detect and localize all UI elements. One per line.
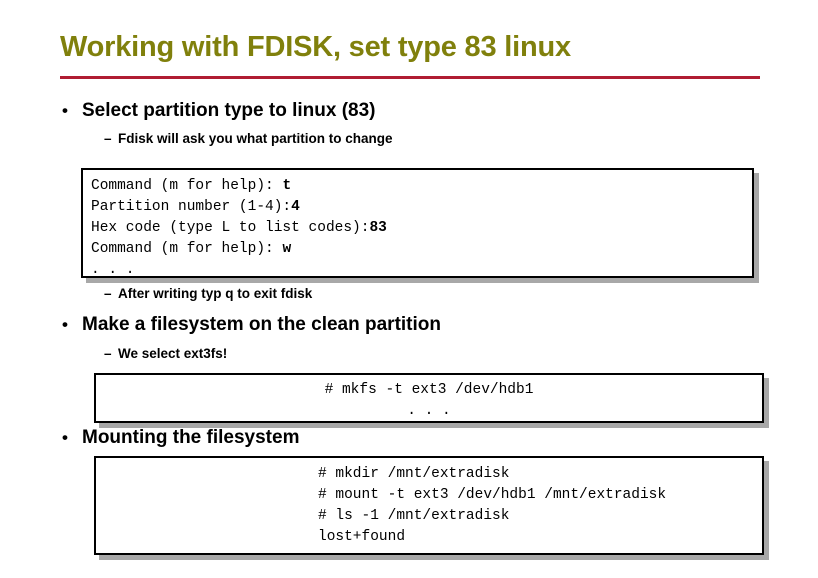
title-divider xyxy=(60,76,760,79)
code-user-input: 4 xyxy=(291,199,300,215)
code-line: Hex code (type L to list codes):83 xyxy=(91,220,387,236)
code-line: # mount -t ext3 /dev/hdb1 /mnt/extradisk xyxy=(318,487,667,503)
code-user-input: 83 xyxy=(369,220,387,236)
bullet-mounting-filesystem-label: Mounting the filesystem xyxy=(82,427,300,448)
bullet-marker: • xyxy=(62,315,68,334)
bullet-mounting-filesystem: • Mounting the filesystem xyxy=(62,427,299,449)
subbullet-marker: – xyxy=(104,346,112,361)
code-box-mount: # mkdir /mnt/extradisk # mount -t ext3 /… xyxy=(94,456,764,555)
bullet-make-filesystem: • Make a filesystem on the clean partitio… xyxy=(62,314,441,336)
code-prompt: Partition number (1-4): xyxy=(91,199,292,215)
subbullet-fdisk-will-ask-label: Fdisk will ask you what partition to cha… xyxy=(118,131,393,146)
subbullet-marker: – xyxy=(104,286,112,301)
code-user-input: w xyxy=(282,241,292,257)
subbullet-fdisk-will-ask: –Fdisk will ask you what partition to ch… xyxy=(104,131,393,146)
code-user-input: t xyxy=(282,178,292,194)
code-block: # mkdir /mnt/extradisk # mount -t ext3 /… xyxy=(318,464,666,548)
bullet-marker: • xyxy=(62,101,68,120)
code-line: Command (m for help): w xyxy=(91,241,291,257)
code-box-mkfs: # mkfs -t ext3 /dev/hdb1 . . . xyxy=(94,373,764,423)
bullet-marker: • xyxy=(62,428,68,447)
bullet-select-partition-type-label: Select partition type to linux (83) xyxy=(82,100,376,121)
code-line: # ls -1 /mnt/extradisk xyxy=(318,508,510,524)
code-line: lost+found xyxy=(318,529,406,545)
bullet-make-filesystem-label: Make a filesystem on the clean partition xyxy=(82,314,441,335)
subbullet-we-select-ext3fs-label: We select ext3fs! xyxy=(118,346,228,361)
code-line: Partition number (1-4):4 xyxy=(91,199,300,215)
code-line: . . . xyxy=(407,403,451,419)
subbullet-we-select-ext3fs: –We select ext3fs! xyxy=(104,346,227,361)
code-line: # mkfs -t ext3 /dev/hdb1 xyxy=(324,382,534,398)
bullet-select-partition-type: • Select partition type to linux (83) xyxy=(62,100,376,122)
page-title: Working with FDISK, set type 83 linux xyxy=(60,31,571,63)
code-prompt: Hex code (type L to list codes): xyxy=(91,220,370,236)
subbullet-marker: – xyxy=(104,131,112,146)
code-prompt: Command (m for help): xyxy=(91,178,283,194)
code-prompt: . . . xyxy=(91,262,135,278)
code-line: . . . xyxy=(91,262,135,278)
subbullet-after-writing-label: After writing typ q to exit fdisk xyxy=(118,286,313,301)
code-line: # mkdir /mnt/extradisk xyxy=(318,466,510,482)
subbullet-after-writing: –After writing typ q to exit fdisk xyxy=(104,286,312,301)
code-prompt: Command (m for help): xyxy=(91,241,283,257)
code-line: Command (m for help): t xyxy=(91,178,291,194)
code-box-fdisk: Command (m for help): t Partition number… xyxy=(81,168,754,278)
